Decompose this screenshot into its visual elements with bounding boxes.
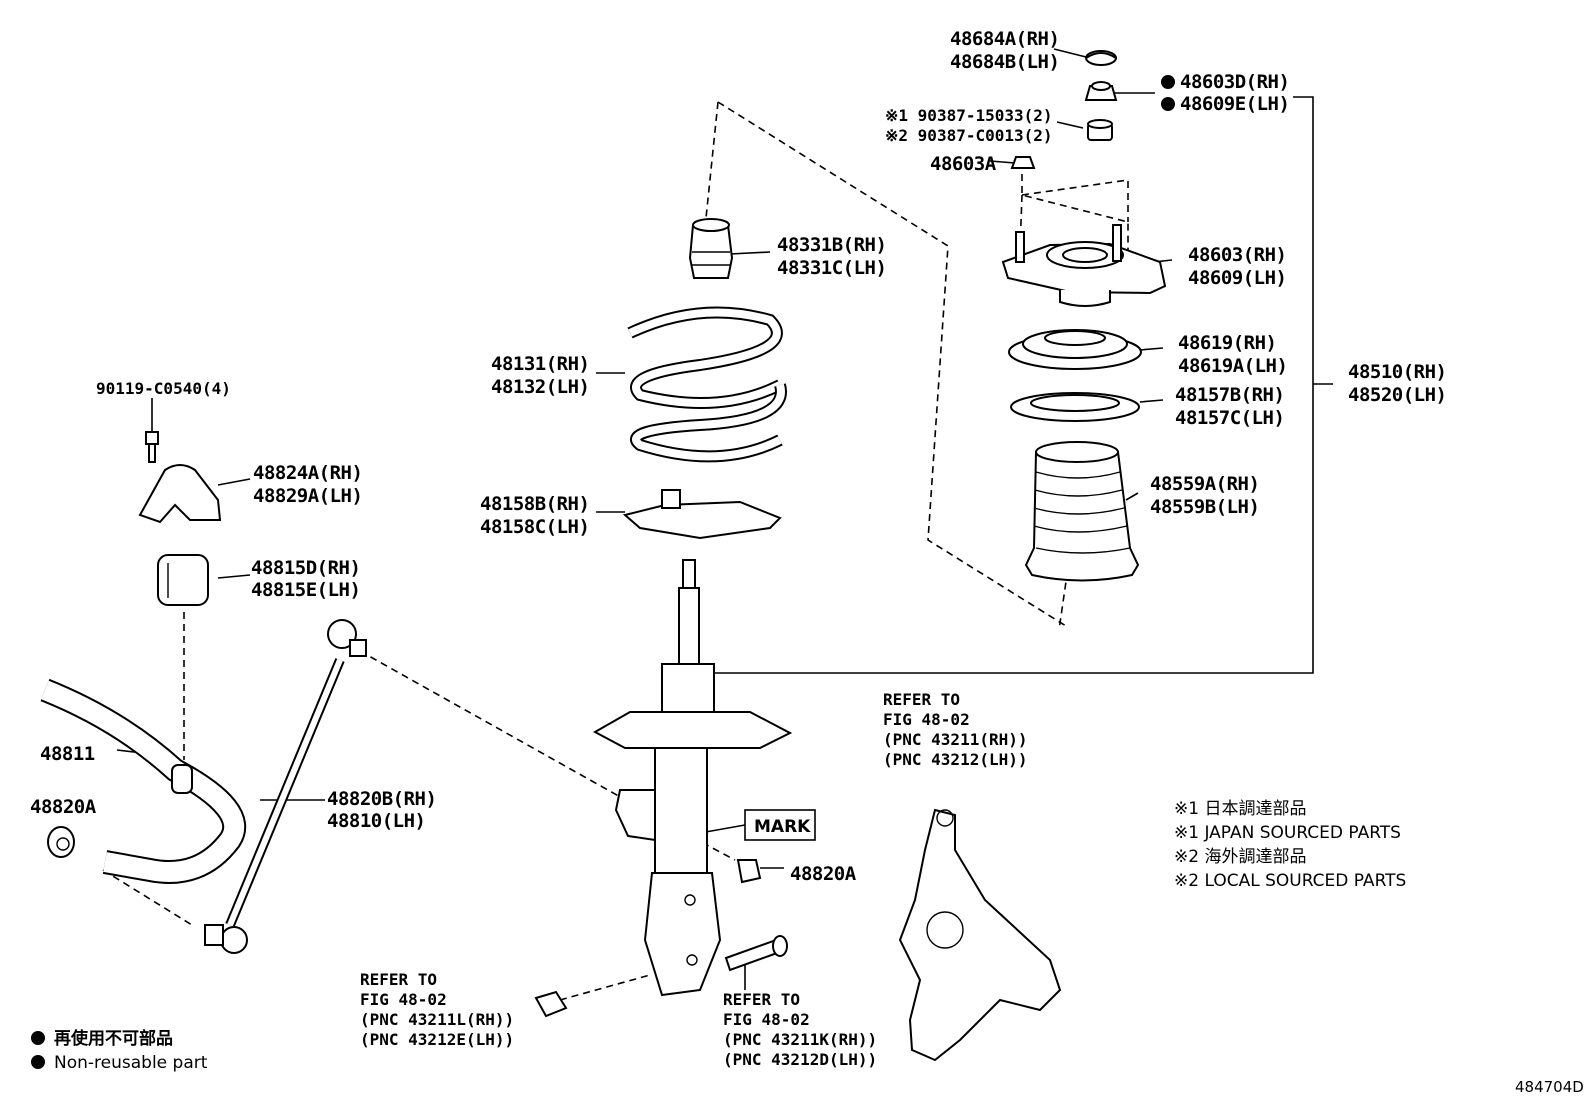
ref-bolt-line: (PNC 43211K(RH)) [723, 1030, 877, 1049]
non-reusable-dot-icon [1161, 75, 1175, 89]
sourcing-notes: ※1 日本調達部品 ※1 JAPAN SOURCED PARTS ※2 海外調達… [1174, 799, 1406, 891]
legend: 再使用不可部品 Non-reusable part [54, 1028, 208, 1073]
ref-nut: REFER TO FIG 48-02 (PNC 43211L(RH)) (PNC… [360, 970, 514, 1049]
label-48609: 48609(LH) [1188, 267, 1286, 289]
ref-bolt: REFER TO FIG 48-02 (PNC 43211K(RH)) (PNC… [723, 990, 877, 1069]
label-48157c: 48157C(LH) [1175, 407, 1284, 429]
coil-spring-part [627, 306, 787, 463]
label-90387-15033: ※1 90387-15033(2) [885, 106, 1053, 125]
stabilizer-bracket-part [138, 464, 222, 524]
label-48603: 48603(RH) [1188, 244, 1286, 266]
label-48609e: 48609E(LH) [1180, 93, 1289, 115]
legend-dot-icon [31, 1055, 45, 1069]
label-48811: 48811 [40, 743, 95, 765]
nut-48603d-part [1084, 81, 1118, 101]
label-48619: 48619(RH) [1178, 332, 1276, 354]
bolt-part [724, 935, 788, 972]
nut-48820a-left-part [47, 826, 75, 858]
ref-knuckle: REFER TO FIG 48-02 (PNC 43211(RH)) (PNC … [883, 690, 1028, 769]
label-48684a: 48684A(RH) [950, 28, 1059, 50]
bracket-bolt-part [145, 431, 159, 463]
ref-nut-line: REFER TO [360, 970, 437, 989]
label-48820a-right: 48820A [790, 863, 857, 885]
label-48510: 48510(RH) [1348, 361, 1446, 383]
nut-48603a-part [1010, 156, 1036, 169]
label-90119: 90119-C0540(4) [96, 379, 231, 398]
ref-knuckle-line: FIG 48-02 [883, 710, 970, 729]
label-48820b: 48820B(RH) [327, 788, 436, 810]
label-48815e: 48815E(LH) [251, 579, 360, 601]
note-line: ※1 日本調達部品 [1174, 799, 1306, 819]
label-48158c: 48158C(LH) [480, 516, 589, 538]
lower-insulator-part [622, 489, 782, 540]
label-48603d: 48603D(RH) [1180, 71, 1289, 93]
label-48520: 48520(LH) [1348, 384, 1446, 406]
label-48559a: 48559A(RH) [1150, 473, 1259, 495]
figure-id: 484704D [1515, 1078, 1584, 1096]
cap-part [1085, 50, 1117, 66]
mark-label: MARK [754, 817, 811, 837]
stabilizer-bushing-part [157, 554, 209, 606]
ref-nut-line: FIG 48-02 [360, 990, 447, 1009]
non-reusable-dot-icon [1161, 97, 1175, 111]
label-48820a-left: 48820A [30, 796, 97, 818]
legend-label-jp: 再使用不可部品 [54, 1028, 173, 1049]
bump-stopper-part [688, 218, 734, 279]
mark-box [744, 809, 816, 841]
ref-knuckle-line: (PNC 43212(LH)) [883, 750, 1028, 769]
stabilizer-link-part [204, 619, 367, 954]
label-48619a: 48619A(LH) [1178, 355, 1287, 377]
stabilizer-bar-part [40, 678, 247, 884]
shock-absorber-part [592, 559, 793, 997]
label-48131: 48131(RH) [491, 353, 589, 375]
label-48331b: 48331B(RH) [777, 234, 886, 256]
label-48158b: 48158B(RH) [480, 493, 589, 515]
collar-part [1087, 119, 1113, 141]
part-labels: 48684A(RH) 48684B(LH) 48603D(RH) 48609E(… [30, 28, 1447, 885]
label-48132: 48132(LH) [491, 376, 589, 398]
note-line: ※2 海外調達部品 [1174, 847, 1306, 867]
label-48559b: 48559B(LH) [1150, 496, 1259, 518]
label-48684b: 48684B(LH) [950, 51, 1059, 73]
legend-dot-icon [31, 1031, 45, 1045]
label-48829a: 48829A(LH) [253, 485, 362, 507]
ref-bolt-line: FIG 48-02 [723, 1010, 810, 1029]
nut-48820a-right-part [736, 859, 762, 884]
note-line: ※1 JAPAN SOURCED PARTS [1174, 823, 1401, 843]
note-line: ※2 LOCAL SOURCED PARTS [1174, 871, 1406, 891]
nut-lower-part [534, 990, 568, 1018]
label-48603a: 48603A [930, 153, 997, 175]
label-48815d: 48815D(RH) [251, 557, 360, 579]
ref-nut-line: (PNC 43211L(RH)) [360, 1010, 514, 1029]
label-48810: 48810(LH) [327, 810, 425, 832]
legend-label-en: Non-reusable part [54, 1053, 208, 1073]
ref-knuckle-line: REFER TO [883, 690, 960, 709]
label-48157b: 48157B(RH) [1175, 384, 1284, 406]
label-90387-c0013: ※2 90387-C0013(2) [885, 126, 1053, 145]
ref-knuckle-line: (PNC 43211(RH)) [883, 730, 1028, 749]
label-48824a: 48824A(RH) [253, 462, 362, 484]
ref-bolt-line: REFER TO [723, 990, 800, 1009]
spring-seat-part [1010, 392, 1140, 422]
upper-support-part [1001, 224, 1167, 307]
insulator-part [1008, 329, 1142, 370]
label-48331c: 48331C(LH) [777, 257, 886, 279]
ref-nut-line: (PNC 43212E(LH)) [360, 1030, 514, 1049]
ref-bolt-line: (PNC 43212D(LH)) [723, 1050, 877, 1069]
bellows-part [1024, 441, 1140, 582]
knuckle-part [898, 808, 1062, 1062]
